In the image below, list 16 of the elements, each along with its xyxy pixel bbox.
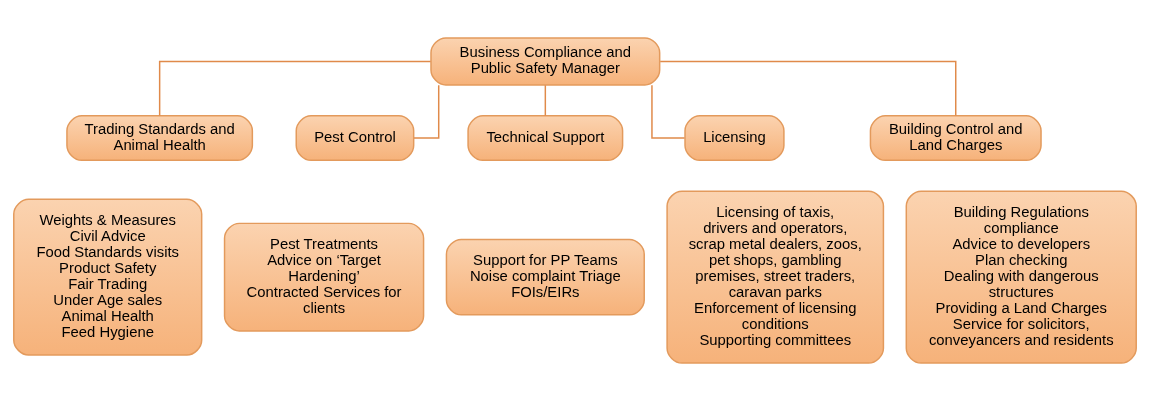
node-box: Trading Standards and Animal Health	[66, 114, 254, 161]
connector	[544, 84, 547, 116]
node-box: Building Control and Land Charges	[869, 114, 1042, 161]
node-box: Support for PP Teams Noise complaint Triage FOIs/EIRs	[445, 238, 645, 316]
connector	[659, 60, 957, 116]
node-box: Technical Support	[467, 114, 624, 161]
node-box: Weights & Measures Civil Advice Food Standards visits Product Safety Fair Trading Under Age sales Animal Health Feed Hygiene	[13, 198, 203, 356]
connector	[158, 60, 432, 116]
node-box: Business Compliance and Public Safety Manager	[430, 36, 661, 86]
connector	[651, 84, 686, 139]
node-box: Building Regulations compliance Advice to developers Plan checking Dealing with dangerous structures Providing a Land Charges Service for solicitors, conveyancers and residents	[905, 190, 1137, 364]
node-box: Licensing	[684, 114, 785, 161]
node-box: Pest Treatments Advice on ‘Target Hardening’ Contracted Services for clients	[223, 222, 425, 332]
connector	[413, 84, 440, 139]
node-box: Pest Control	[295, 114, 415, 161]
node-box: Licensing of taxis, drivers and operators, scrap metal dealers, zoos, pet shops, gambling premises, street traders, caravan parks Enforcement of licensing conditions Supporting committees	[666, 190, 885, 364]
